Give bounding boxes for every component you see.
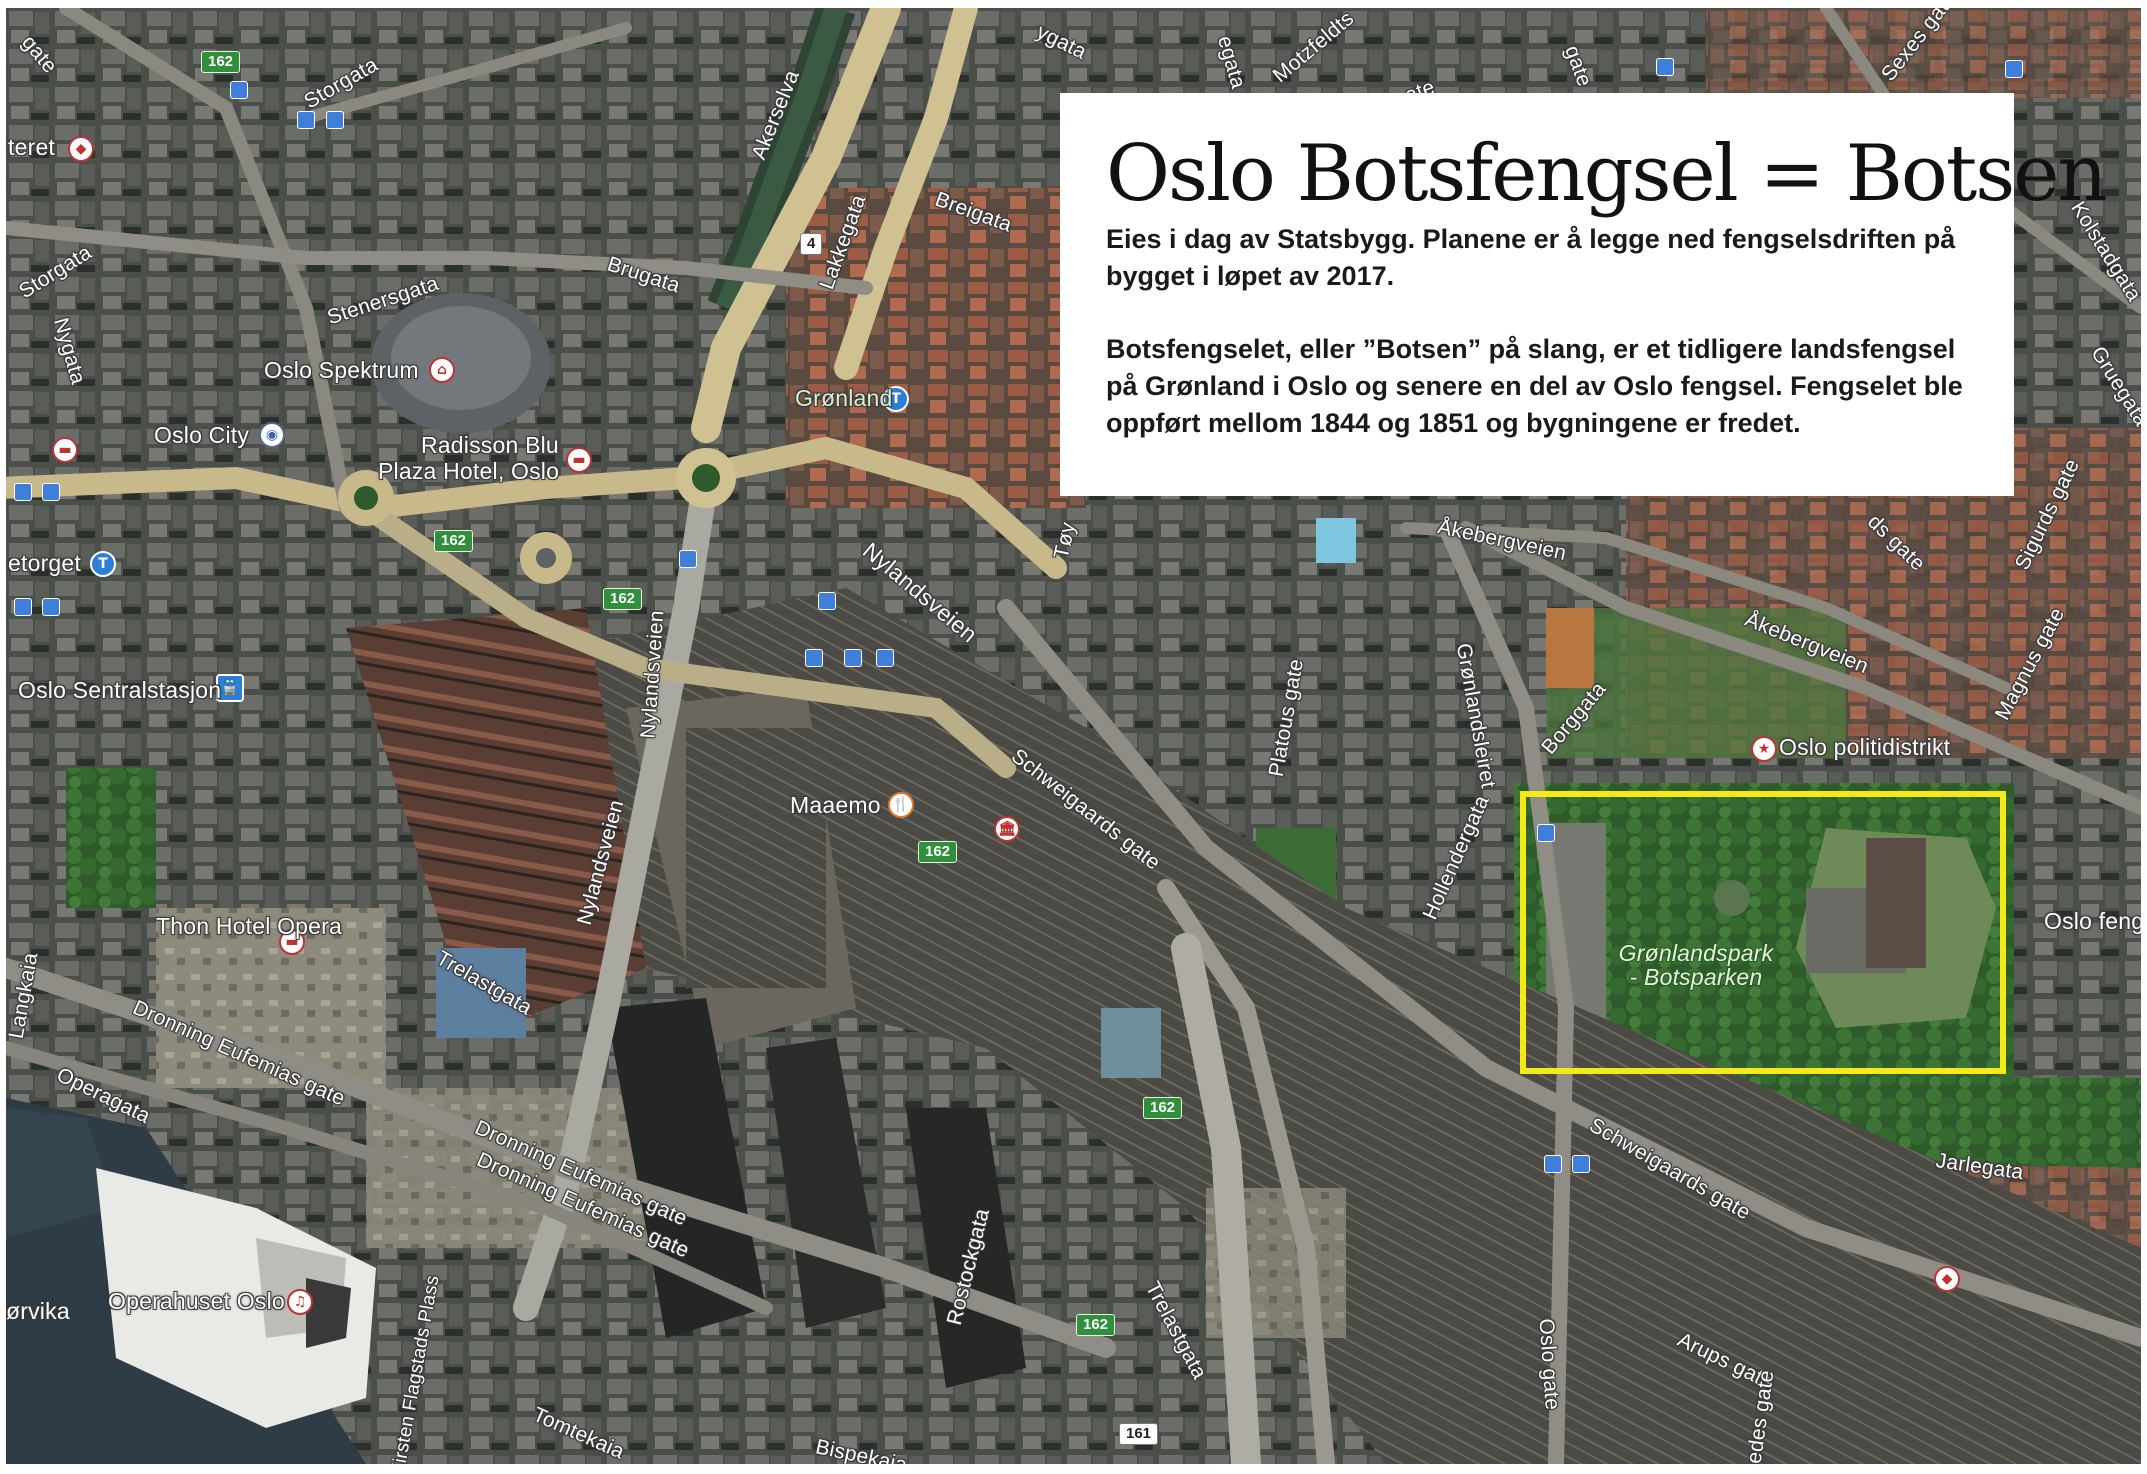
panel-title: Oslo Botsfengsel = Botsen (1106, 129, 2108, 219)
route-162-shield: 162 (603, 588, 643, 610)
hotel-icon[interactable]: ▬ (279, 929, 305, 955)
bus-stop-icon[interactable] (1537, 824, 1555, 842)
venue-icon[interactable]: ⌂ (429, 357, 455, 383)
place-label: Radisson Blu (421, 432, 559, 458)
train-station-icon[interactable]: 🚆 (216, 674, 244, 702)
panel-lead-text: Eies i dag av Statsbygg. Planene er å le… (1106, 223, 1956, 291)
park-label: Grønlandspark - Botsparken (1606, 941, 1786, 989)
botsen-highlight-box (1520, 791, 2006, 1074)
route-4-shield: 4 (800, 233, 823, 255)
bus-stop-icon[interactable] (1572, 1155, 1590, 1173)
hotel-icon[interactable]: ▬ (52, 437, 78, 463)
route-162-shield: 162 (1143, 1097, 1183, 1119)
metro-icon[interactable]: T (883, 386, 909, 412)
bus-stop-icon[interactable] (14, 598, 32, 616)
place-label: Grønland (795, 385, 893, 411)
bus-stop-icon[interactable] (230, 81, 248, 99)
place-label: Operahuset Oslo (108, 1288, 285, 1314)
bus-stop-icon[interactable] (818, 592, 836, 610)
metro-icon[interactable]: T (90, 551, 116, 577)
shopping-icon[interactable]: ◉ (259, 422, 285, 448)
bus-stop-icon[interactable] (42, 598, 60, 616)
place-label: etorget (8, 550, 82, 576)
bus-stop-icon[interactable] (1544, 1155, 1562, 1173)
bus-stop-icon[interactable] (1656, 58, 1674, 76)
music-venue-icon[interactable]: ♫ (287, 1289, 313, 1315)
bus-stop-icon[interactable] (2005, 60, 2023, 78)
bus-stop-icon[interactable] (876, 649, 894, 667)
place-icon[interactable]: ◆ (68, 136, 94, 162)
place-label: Oslo Sentralstasjon (18, 677, 222, 703)
info-panel: Oslo Botsfengsel = Botsen Eies i dag av … (1060, 93, 2108, 496)
bus-stop-icon[interactable] (844, 649, 862, 667)
place-label: Oslo Spektrum (264, 357, 419, 383)
bus-stop-icon[interactable] (805, 649, 823, 667)
place-label: Oslo politidistrikt (1779, 734, 1951, 760)
bus-stop-icon[interactable] (297, 111, 315, 129)
place-label: Thon Hotel Opera (156, 913, 343, 939)
bus-stop-icon[interactable] (14, 483, 32, 501)
place-label: teret (8, 134, 56, 160)
place-label: Maaemo (790, 792, 881, 818)
police-icon[interactable]: ★ (1751, 736, 1777, 762)
place-label: Plaza Hotel, Oslo (378, 458, 560, 484)
place-label: Oslo City (154, 422, 250, 448)
place-icon[interactable]: ◆ (1934, 1266, 1960, 1292)
place-label: Oslo feng (2044, 908, 2141, 934)
hotel-icon[interactable]: ▬ (566, 447, 592, 473)
bus-stop-icon[interactable] (42, 483, 60, 501)
route-162-shield: 162 (918, 841, 958, 863)
panel-body-text: Botsfengselet, eller ”Botsen” på slang, … (1106, 333, 1963, 438)
museum-icon[interactable]: 🏛 (994, 816, 1020, 842)
route-162-shield: 162 (201, 51, 241, 73)
restaurant-icon[interactable]: 🍴 (888, 792, 914, 818)
place-label: ørvika (6, 1298, 70, 1324)
route-162-shield: 162 (434, 530, 474, 552)
park-label-line: Grønlandspark (1618, 940, 1774, 966)
route-161-shield: 161 (1119, 1423, 1159, 1445)
bus-stop-icon[interactable] (679, 550, 697, 568)
park-label-line: - Botsparken (1629, 964, 1763, 991)
route-162-shield: 162 (1076, 1314, 1116, 1336)
bus-stop-icon[interactable] (326, 111, 344, 129)
